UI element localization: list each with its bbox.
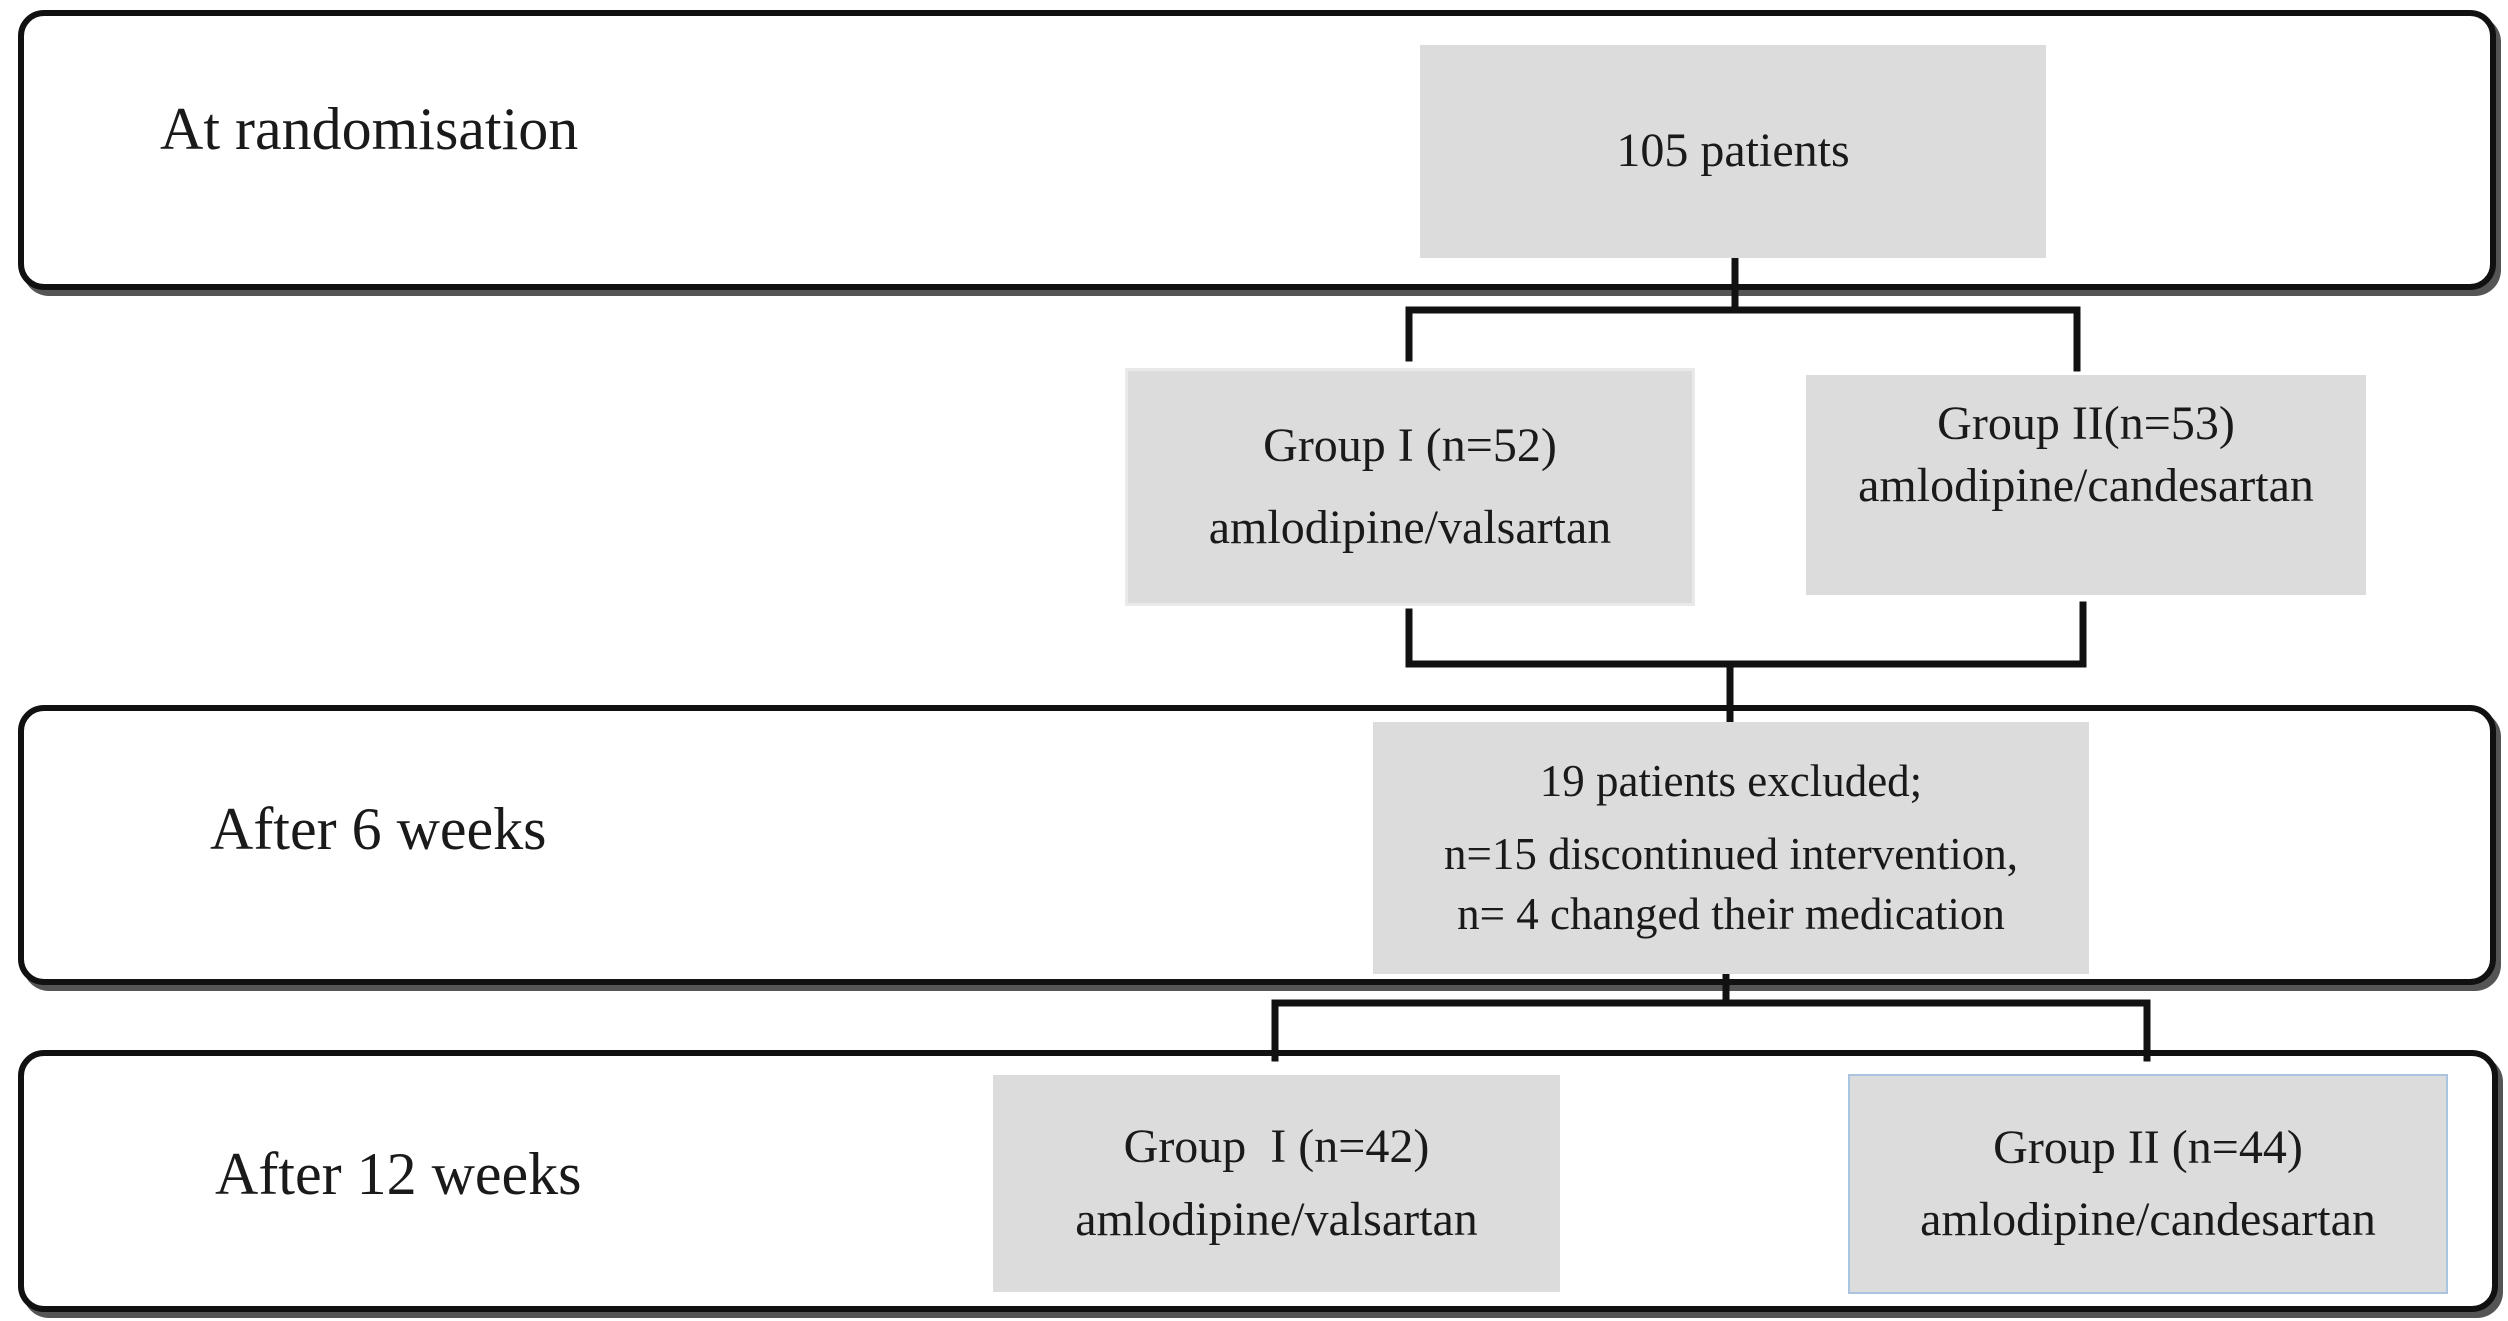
excluded-summary-text: 19 patients excluded;	[1539, 755, 1923, 806]
stage-randomisation-frame	[18, 10, 2496, 290]
group-1-final-drug: amlodipine/valsartan	[1075, 1192, 1478, 1246]
group-2-final-box: Group II (n=44) amlodipine/candesartan	[1848, 1074, 2448, 1294]
group-1-final-box: Group I (n=42) amlodipine/valsartan	[993, 1075, 1560, 1292]
randomised-patients-box: 105 patients	[1420, 45, 2046, 258]
group-2-initial-box: Group II(n=53) amlodipine/candesartan	[1806, 375, 2366, 595]
group-1-final-title: Group I (n=42)	[1123, 1120, 1430, 1174]
connector-groups-merge	[1405, 601, 2087, 726]
excluded-changed-medication-text: n= 4 changed their medication	[1457, 889, 2005, 940]
group-2-initial-drug: amlodipine/candesartan	[1858, 459, 2314, 513]
excluded-discontinued-text: n=15 discontinued intervention,	[1443, 828, 2019, 879]
randomised-patients-text: 105 patients	[1616, 124, 1850, 178]
stage-label-12-weeks: After 12 weeks	[215, 1141, 582, 1207]
stage-label-randomisation: At randomisation	[160, 96, 579, 162]
group-2-final-title: Group II (n=44)	[1993, 1120, 2303, 1174]
group-2-initial-title: Group II(n=53)	[1937, 397, 2235, 450]
connector-randomisation-split	[1405, 254, 2081, 372]
group-2-final-drug: amlodipine/candesartan	[1920, 1193, 2376, 1246]
group-1-initial-drug: amlodipine/valsartan	[1208, 501, 1612, 554]
group-1-initial-box: Group I (n=52) amlodipine/valsartan	[1125, 368, 1695, 606]
group-1-initial-title: Group I (n=52)	[1263, 418, 1557, 472]
stage-label-6-weeks: After 6 weeks	[210, 796, 547, 862]
excluded-patients-box: 19 patients excluded; n=15 discontinued …	[1373, 722, 2089, 974]
connector-exclusion-split	[1271, 971, 2151, 1062]
